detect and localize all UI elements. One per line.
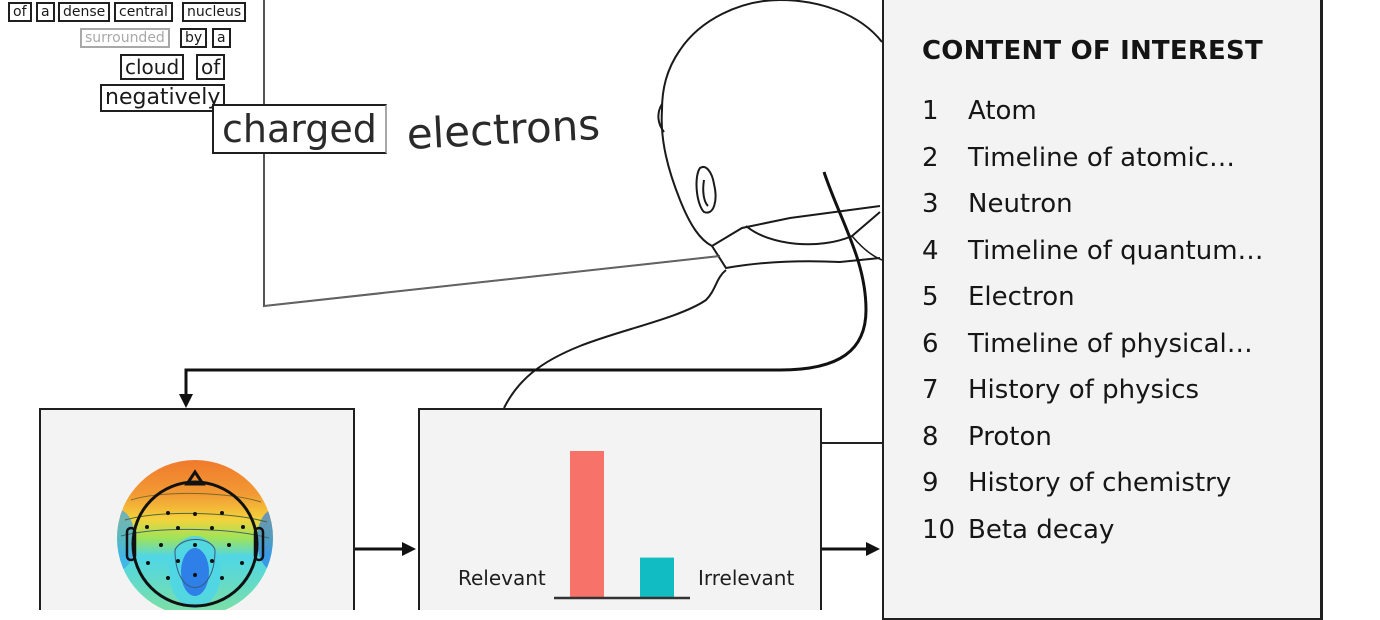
item-label: Atom xyxy=(968,96,1037,127)
nose-icon xyxy=(184,469,206,486)
item-label: Beta decay xyxy=(968,514,1115,545)
list-item[interactable]: 7 History of physics xyxy=(922,367,1264,414)
list-item[interactable]: 9 History of chemistry xyxy=(922,460,1264,507)
bar-label-relevant: Relevant xyxy=(458,566,546,590)
eeg-panel xyxy=(39,408,355,610)
list-item[interactable]: 3 Neutron xyxy=(922,181,1264,228)
list-item[interactable]: 4 Timeline of quantum… xyxy=(922,228,1264,275)
list-item[interactable]: 2 Timeline of atomic… xyxy=(922,135,1264,182)
bar-irrelevant xyxy=(640,557,674,597)
ear-right xyxy=(253,526,265,562)
collar xyxy=(711,245,881,270)
diagram-lines xyxy=(179,0,883,556)
word-card: negatively xyxy=(100,84,226,112)
word-card: nucleus xyxy=(182,2,247,22)
rank: 6 xyxy=(922,328,939,359)
item-label: Timeline of quantum… xyxy=(968,235,1264,266)
panel-title: CONTENT OF INTEREST xyxy=(922,36,1263,66)
item-label: Proton xyxy=(968,421,1052,452)
bci-diagram: of a dense central nucleus surrounded by… xyxy=(8,0,1323,620)
bar-label-irrelevant: Irrelevant xyxy=(698,566,795,590)
face-line xyxy=(657,103,665,133)
arrow-right-icon xyxy=(866,542,880,556)
relevance-bar-chart xyxy=(554,451,690,600)
rank: 4 xyxy=(922,235,939,266)
arrow-down-icon xyxy=(179,394,193,408)
word-card: a xyxy=(212,28,231,48)
word-card: of xyxy=(196,54,226,80)
list-item[interactable]: 10 Beta decay xyxy=(922,507,1264,554)
list-item[interactable]: 8 Proton xyxy=(922,414,1264,461)
rank: 2 xyxy=(922,142,939,173)
rank: 1 xyxy=(922,96,939,127)
bar-relevant xyxy=(570,451,604,597)
ear-icon xyxy=(695,166,717,214)
gaze-line xyxy=(263,255,721,307)
rank: 7 xyxy=(922,375,939,406)
item-label: Timeline of physical… xyxy=(968,328,1253,359)
item-label: Timeline of atomic… xyxy=(968,142,1236,173)
electrodes xyxy=(145,511,245,580)
rank: 3 xyxy=(922,189,939,220)
eeg-topomap xyxy=(117,460,273,610)
previous-word: charged xyxy=(212,104,387,154)
relevance-classifier-panel: Relevant Irrelevant xyxy=(418,408,822,610)
arrow-right-icon xyxy=(402,542,416,556)
eeg-cable xyxy=(184,171,868,398)
item-label: Neutron xyxy=(968,189,1073,220)
rank: 8 xyxy=(922,421,939,452)
list-item[interactable]: 6 Timeline of physical… xyxy=(922,321,1264,368)
rank: 9 xyxy=(922,468,939,499)
word-card: central xyxy=(114,2,173,22)
item-label: History of chemistry xyxy=(968,468,1232,499)
item-label: History of physics xyxy=(968,375,1200,406)
word-card: of xyxy=(8,2,32,22)
list-item[interactable]: 5 Electron xyxy=(922,274,1264,321)
item-label: Electron xyxy=(968,282,1075,313)
rank: 5 xyxy=(922,282,939,313)
word-card: cloud xyxy=(120,54,185,80)
word-card: dense xyxy=(58,2,111,22)
word-card: by xyxy=(180,28,208,48)
rank: 10 xyxy=(922,514,956,545)
head-outline xyxy=(660,0,883,248)
ear-left xyxy=(125,526,137,562)
word-card: surrounded xyxy=(80,28,170,48)
shoulder xyxy=(503,269,727,409)
content-of-interest-panel: CONTENT OF INTEREST 1 Atom 2 Timeline of a… xyxy=(882,0,1323,620)
word-card: a xyxy=(36,2,55,22)
list-item[interactable]: 1 Atom xyxy=(922,88,1264,135)
current-word: electrons xyxy=(405,99,602,159)
